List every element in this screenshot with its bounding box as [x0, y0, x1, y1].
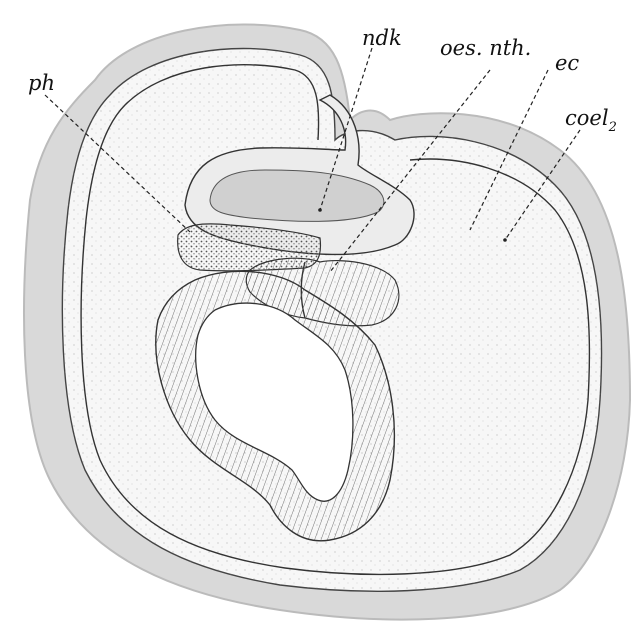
label-coel-subscript: 2	[608, 120, 617, 135]
label-ndk: ndk	[362, 26, 402, 50]
label-coel: coel2	[565, 106, 617, 135]
label-ec: ec	[555, 51, 579, 75]
coel-marker	[503, 238, 507, 242]
label-coel-main: coel	[565, 106, 609, 130]
ndk-marker	[318, 208, 322, 212]
label-ph: ph	[28, 71, 55, 95]
label-oes-nth: oes. nth.	[440, 36, 531, 60]
